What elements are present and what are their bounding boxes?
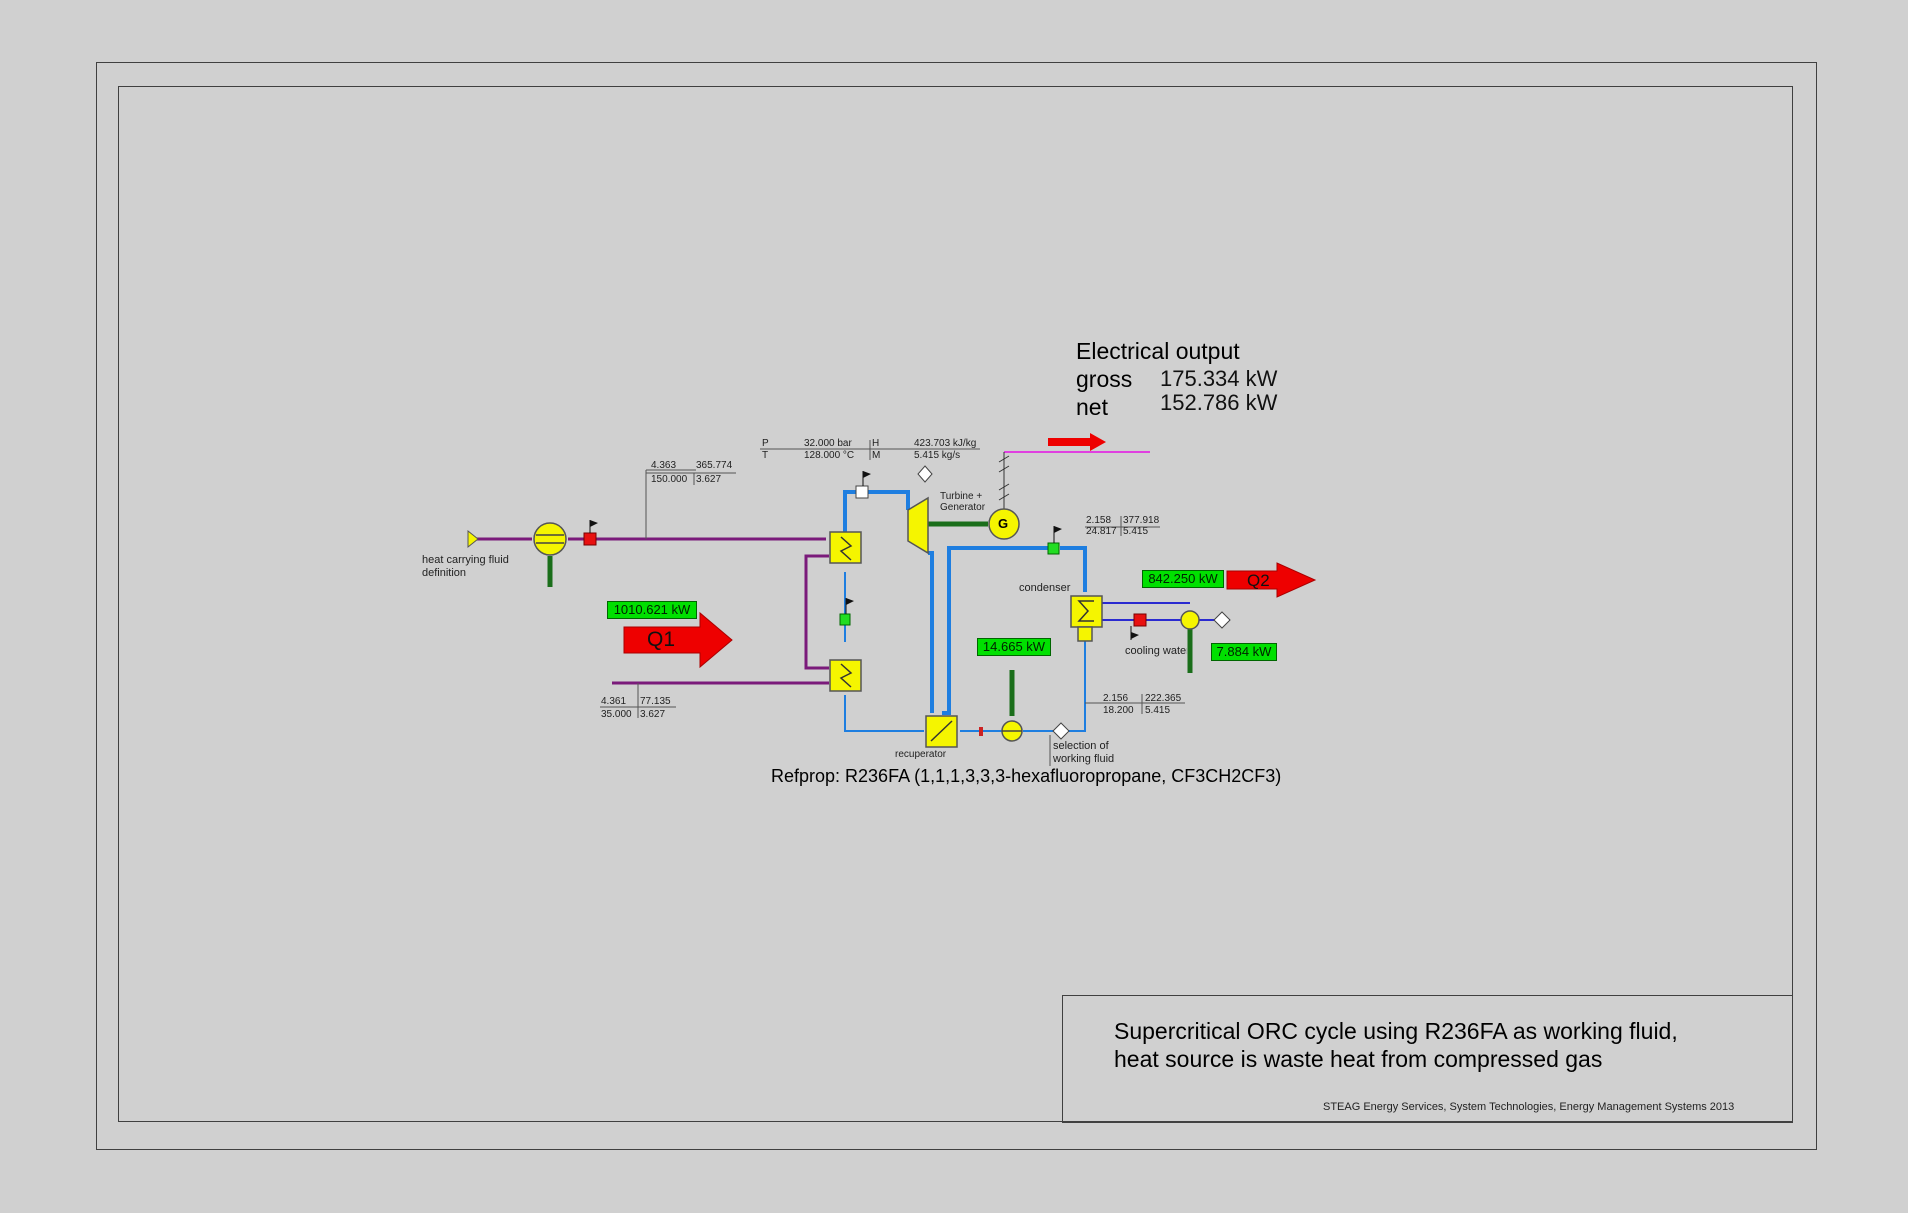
q2-label: Q2	[1247, 571, 1270, 590]
q1-power-box: 1010.621 kW	[607, 601, 697, 619]
feed-pump	[1001, 720, 1023, 742]
working-fluid-piping	[843, 490, 1087, 732]
turbine-inlet-m: 5.415 kg/s	[914, 450, 961, 461]
condenser	[1070, 595, 1103, 642]
flags	[589, 471, 1139, 640]
condenser-label: condenser	[1019, 582, 1071, 594]
credit-line: STEAG Energy Services, System Technologi…	[1323, 1101, 1735, 1113]
selection-label-line1: selection of	[1053, 740, 1109, 752]
hot-in-value-4: 3.627	[696, 474, 722, 485]
turbine	[907, 496, 929, 555]
power-cable-hatches	[998, 455, 1010, 501]
generator	[988, 508, 1020, 540]
turbine-inlet-sensor	[855, 485, 869, 499]
turbine-label-line2: Generator	[940, 502, 986, 513]
hot-in-value-2: 365.774	[696, 460, 733, 471]
preheater-heat-exchanger	[829, 659, 862, 692]
turbine-exit-sensor	[1047, 542, 1060, 555]
turbine-inlet-h-label: H	[872, 438, 880, 449]
table-grid-lines	[600, 440, 1185, 766]
q2-heat-arrow	[1226, 562, 1317, 598]
power-out-arrow	[1048, 433, 1106, 451]
cooling-water-piping	[1100, 602, 1230, 621]
net-value: 152.786 kW	[1160, 390, 1278, 415]
heat-fluid-pump	[533, 522, 567, 556]
selection-label-line2: working fluid	[1053, 753, 1115, 765]
turbine-inlet-t-label: T	[762, 450, 769, 461]
condenser-out-value-2: 222.365	[1145, 693, 1182, 704]
cooling-water-label: cooling water	[1125, 646, 1187, 657]
outer-frame	[96, 62, 1817, 1150]
hot-in-value-3: 150.000	[651, 474, 688, 485]
turbine-inlet-p-label: P	[762, 438, 769, 449]
hot-out-value-4: 3.627	[640, 709, 666, 720]
hot-out-value-3: 35.000	[601, 709, 632, 720]
turbine-label-line1: Turbine +	[940, 491, 983, 502]
gross-value: 175.334 kW	[1160, 366, 1278, 391]
turbine-out-value-3: 24.817	[1086, 526, 1117, 537]
heat-fluid-piping	[476, 537, 829, 685]
hot-in-value-1: 4.363	[651, 460, 677, 471]
condenser-out-value-1: 2.156	[1103, 693, 1129, 704]
q1-label: Q1	[647, 628, 676, 651]
condenser-outlet-valve	[1133, 613, 1147, 627]
shafts	[547, 521, 1193, 716]
heat-source-marker	[467, 529, 479, 549]
turbine-inlet-p: 32.000 bar	[804, 438, 852, 449]
inner-frame	[118, 86, 1793, 1122]
condenser-out-value-4: 5.415	[1145, 705, 1171, 716]
generator-symbol: G	[998, 516, 1009, 531]
turbine-inlet-m-label: M	[872, 450, 881, 461]
net-label: net	[1076, 394, 1108, 420]
diamond-markers	[917, 465, 1231, 740]
recuperator-label: recuperator	[895, 749, 947, 760]
title-line-1: Supercritical ORC cycle using R236FA as …	[1114, 1018, 1678, 1044]
evaporator-sensor	[839, 613, 851, 626]
title-line-2: heat source is waste heat from compresse…	[1114, 1046, 1603, 1072]
turbine-out-value-4: 5.415	[1123, 526, 1149, 537]
heat-source-label-line1: heat carrying fluid	[422, 554, 509, 566]
turbine-out-value-1: 2.158	[1086, 515, 1112, 526]
hot-out-value-1: 4.361	[601, 696, 627, 707]
refprop-description: Refprop: R236FA (1,1,1,3,3,3-hexafluorop…	[771, 766, 1282, 786]
heat-source-label-line2: definition	[422, 567, 467, 579]
evaporator-heat-exchanger	[829, 531, 862, 564]
title-block-frame	[1062, 995, 1793, 1123]
hot-fluid-valve	[583, 532, 597, 546]
recuperator	[925, 715, 958, 748]
pump-inlet-marker	[979, 727, 983, 736]
turbine-inlet-h: 423.703 kJ/kg	[914, 438, 977, 449]
turbine-out-value-2: 377.918	[1123, 515, 1160, 526]
pump-power-box: 14.665 kW	[977, 638, 1051, 656]
electrical-output-title: Electrical output	[1076, 338, 1240, 364]
cooling-water-pump	[1180, 610, 1200, 630]
gross-label: gross	[1076, 366, 1133, 392]
hot-out-value-2: 77.135	[640, 696, 671, 707]
cooling-pump-power-box: 7.884 kW	[1211, 643, 1277, 661]
q1-heat-arrow	[623, 611, 733, 669]
turbine-inlet-t: 128.000 °C	[804, 450, 855, 461]
condenser-out-value-3: 18.200	[1103, 705, 1134, 716]
q2-power-box: 842.250 kW	[1142, 570, 1224, 588]
